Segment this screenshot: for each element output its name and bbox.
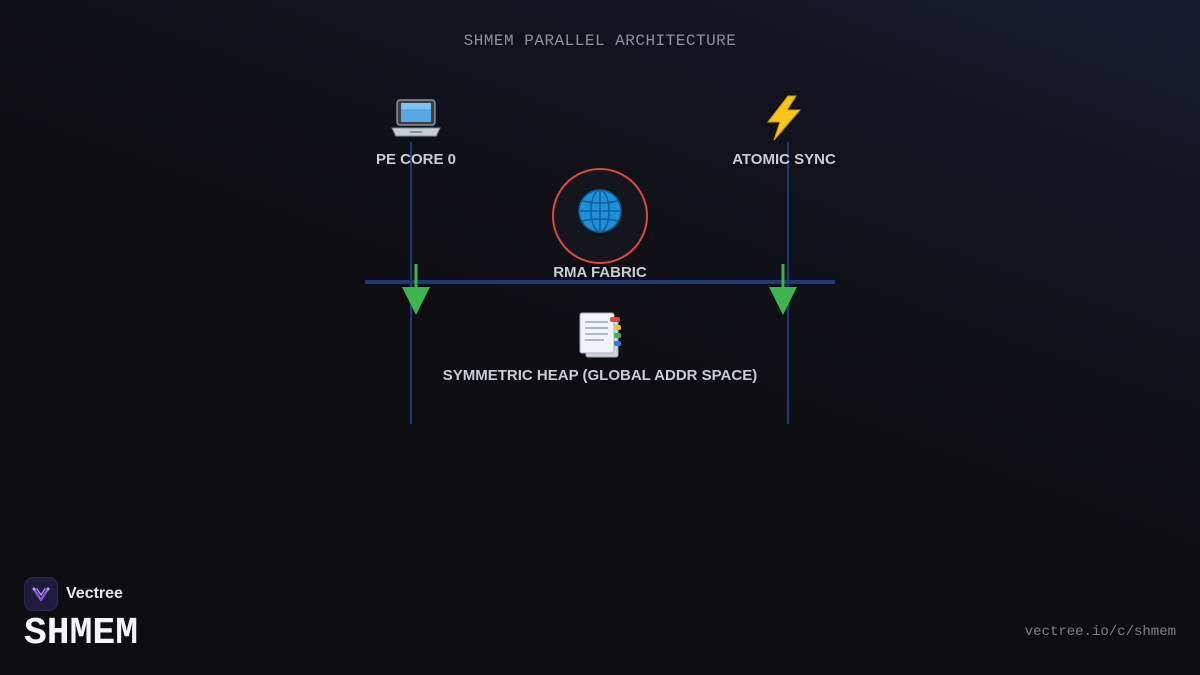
laptop-icon: [391, 99, 441, 137]
diagram-title: SHMEM PARALLEL ARCHITECTURE: [463, 32, 737, 50]
brand-name: Vectree: [66, 585, 123, 602]
rma-fabric-label: RMA FABRIC: [553, 264, 647, 281]
vectree-logo-icon: [24, 577, 58, 611]
symmetric-heap-label: SYMMETRIC HEAP (GLOBAL ADDR SPACE): [442, 367, 758, 384]
brand: Vectree: [24, 577, 123, 611]
notebook-icon: [579, 312, 621, 358]
pe-core-label: PE CORE 0: [375, 151, 457, 168]
globe-icon: [578, 189, 622, 233]
page-url[interactable]: vectree.io/c/shmem: [1024, 624, 1176, 640]
arrow-right: [769, 264, 797, 315]
page-title: SHMEM: [24, 612, 139, 655]
atomic-sync-label: ATOMIC SYNC: [732, 151, 836, 168]
lightning-icon: [766, 95, 802, 141]
arrow-left: [402, 264, 430, 315]
